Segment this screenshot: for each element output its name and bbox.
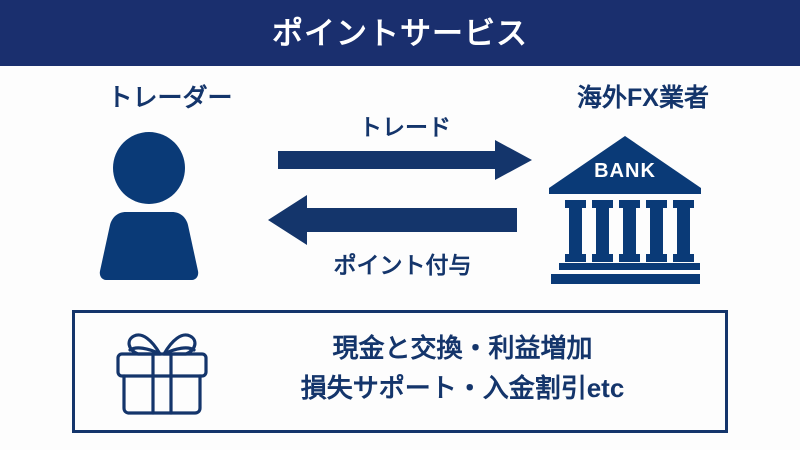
benefits-line-1: 現金と交換・利益増加 bbox=[332, 333, 593, 363]
page-title: ポイントサービス bbox=[272, 15, 528, 51]
exchange-arrows bbox=[260, 140, 545, 255]
bank-icon bbox=[545, 132, 705, 284]
benefits-line-2: 損失サポート・入金割引etc bbox=[300, 372, 625, 403]
trade-arrow-label: トレード bbox=[359, 114, 451, 140]
broker-label: 海外FX業者 bbox=[577, 84, 709, 112]
person-icon bbox=[88, 128, 238, 283]
header-bar: ポイントサービス bbox=[0, 0, 800, 66]
arrow-left-icon bbox=[268, 195, 517, 245]
trader-label: トレーダー bbox=[107, 84, 233, 112]
arrow-right-icon bbox=[278, 140, 532, 180]
benefits-text: 現金と交換・利益増加 損失サポート・入金割引etc bbox=[215, 329, 710, 408]
point-arrow-label: ポイント付与 bbox=[333, 252, 472, 278]
gift-icon bbox=[108, 328, 216, 416]
